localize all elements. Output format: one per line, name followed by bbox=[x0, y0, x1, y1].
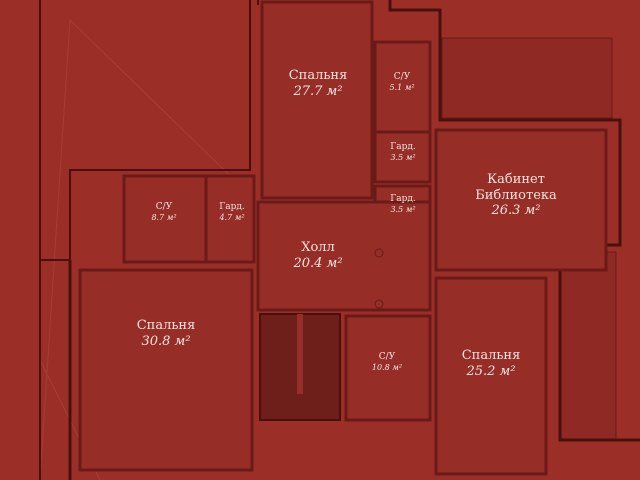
terrace-right bbox=[559, 251, 617, 441]
staircase bbox=[259, 313, 341, 421]
room-closet-3 bbox=[204, 174, 256, 264]
room-closet-1 bbox=[373, 130, 432, 184]
room-label: Гард.3.5 м² bbox=[390, 194, 416, 214]
outer-wall-left bbox=[39, 0, 259, 480]
room-label: Гард.3.5 м² bbox=[390, 142, 416, 162]
room-bedroom-1 bbox=[260, 0, 374, 200]
room-bath-2 bbox=[122, 174, 208, 264]
room-bath-3 bbox=[344, 314, 432, 422]
room-study bbox=[434, 128, 608, 272]
room-bath-1 bbox=[373, 40, 432, 134]
room-bedroom-2 bbox=[78, 268, 254, 472]
column bbox=[374, 248, 384, 258]
terrace-top-right bbox=[441, 37, 613, 119]
room-label: Гард.4.7 м² bbox=[219, 202, 245, 222]
column bbox=[374, 299, 384, 309]
room-bedroom-3 bbox=[434, 276, 548, 476]
room-hall bbox=[256, 200, 432, 312]
outer-wall-right bbox=[388, 0, 640, 442]
